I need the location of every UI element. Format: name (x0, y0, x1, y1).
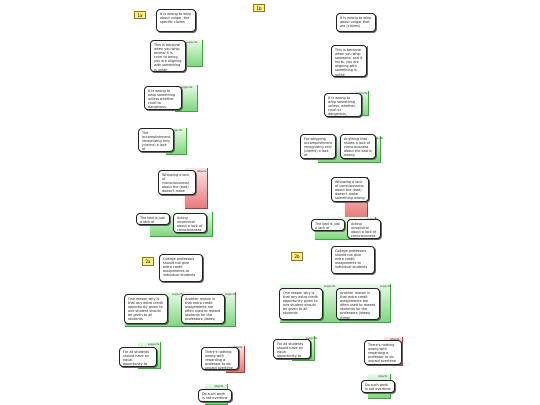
map-node[interactable]: Anything that shows a lack of consciousn… (340, 134, 376, 159)
bracket-tag: supports (181, 86, 193, 89)
map-node[interactable]: It is wrong to whip about vulgar, the sp… (156, 9, 196, 32)
map-node[interactable]: For whipping accomplishment recognizing … (300, 134, 336, 159)
map-node[interactable]: One reason why is that any extra credit … (279, 288, 323, 320)
bracket-tag: supports (324, 285, 336, 288)
bracket-tag: objects (214, 385, 224, 388)
bracket-tag: supports (356, 92, 368, 95)
map-node[interactable]: College professors should not give extra… (159, 254, 203, 282)
bracket-tag: supports (306, 337, 318, 340)
map-node[interactable]: Whipping a lack of consciousness about t… (331, 177, 369, 202)
map-node[interactable]: There's nothing wrong with rewarding a p… (201, 347, 239, 370)
bracket-tag: objects (390, 338, 399, 341)
map-node[interactable]: One reason why is that any extra credit … (124, 294, 168, 324)
map-node[interactable]: Acting unsensical about a lack of consci… (173, 213, 207, 233)
map-node[interactable]: Do such work is not overtime (198, 389, 232, 402)
map-node[interactable]: It is wrong to whip something unless, wh… (324, 93, 362, 117)
map-node[interactable]: For all students should have an equal op… (119, 347, 157, 367)
bracket-tag: objects (197, 170, 207, 173)
bracket-tag: objects (378, 375, 388, 378)
map-label-2b: 2b (291, 252, 303, 261)
bracket-tag: supports (171, 129, 183, 132)
map-node[interactable]: Another reason is that extra credit assi… (336, 288, 380, 320)
map-node[interactable]: For all students should have an equal op… (273, 339, 311, 359)
map-node[interactable]: This is because when you whip animal it … (150, 40, 186, 72)
bracket-tag: supports (372, 137, 384, 140)
map-node[interactable]: The bad is just a lack of consciousness (136, 213, 170, 225)
map-node[interactable]: Acting unsensical about a lack of consci… (347, 219, 381, 239)
bracket-tag: supports (225, 293, 237, 296)
map-node[interactable]: Do such work is not overtime (361, 380, 395, 393)
bracket-tag: supports (380, 285, 392, 288)
map-label-2a: 2a (142, 257, 154, 266)
map-node[interactable]: Whipping a lack of (consciousness) about… (158, 170, 196, 195)
map-node[interactable]: College professors should not give extra… (331, 246, 375, 274)
map-node[interactable]: There's nothing wrong with rewarding a p… (364, 340, 402, 365)
bracket-tag: supports (148, 343, 160, 346)
map-node[interactable]: The accomplishment, recognizing only (cl… (138, 128, 174, 152)
bracket-tag: supports (172, 293, 184, 296)
map-node[interactable]: The bad is just a lack of consciousness (311, 219, 345, 231)
map-label-1b: 1b (253, 4, 265, 12)
map-node[interactable]: It is wrong to whip about vulgar that ar… (336, 13, 376, 32)
map-node[interactable]: It is wrong to whip something unless whe… (144, 86, 182, 110)
bracket-tag: supports (186, 41, 198, 44)
map-node[interactable]: This is because when you whip someone, a… (331, 45, 367, 77)
map-label-1a: 1a (134, 11, 146, 19)
map-node[interactable]: Another reason is that extra credit assi… (181, 294, 225, 324)
